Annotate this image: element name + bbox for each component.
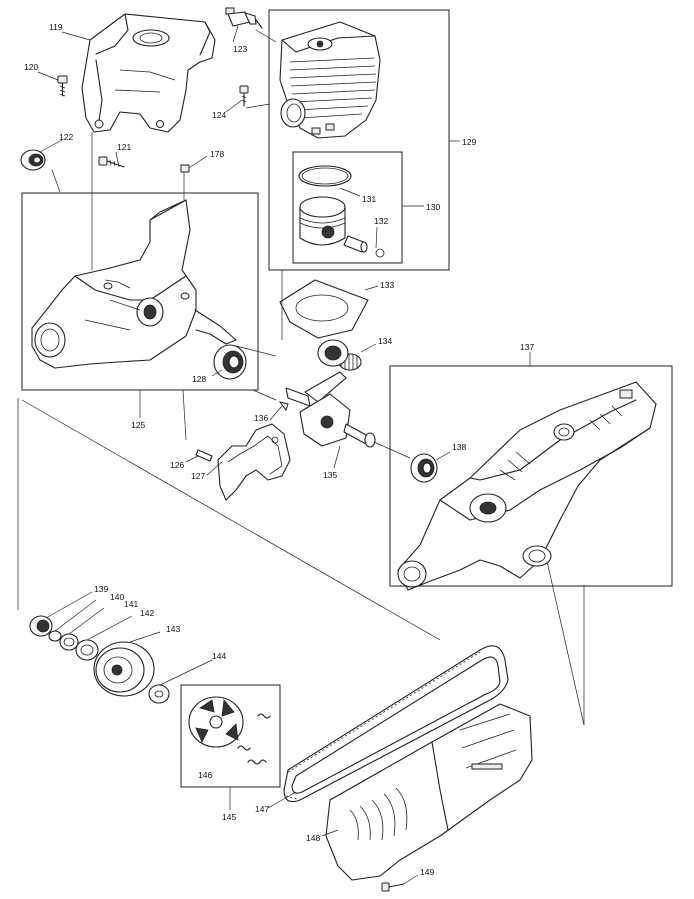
- callout-141: 141: [124, 599, 138, 609]
- callout-134: 134: [378, 336, 392, 346]
- piston-pin-132-part: [343, 235, 385, 258]
- callout-147: 147: [255, 804, 269, 814]
- callout-145: 145: [222, 812, 236, 822]
- callout-146: 146: [198, 770, 212, 780]
- callout-133: 133: [380, 280, 394, 290]
- callout-125: 125: [131, 420, 145, 430]
- woodruff-key-136-part: [278, 401, 289, 412]
- bolt-120-part: [57, 75, 68, 97]
- callout-140: 140: [110, 592, 124, 602]
- callout-144: 144: [212, 651, 226, 661]
- screw-149-part: [381, 882, 405, 892]
- dowel-pin-126-part: [195, 449, 213, 462]
- crankcase-gasket-127-part: [217, 423, 291, 501]
- washer-142-part: [75, 639, 99, 661]
- clutch-group-box: [180, 684, 281, 788]
- callout-128: 128: [192, 374, 206, 384]
- callout-131: 131: [362, 194, 376, 204]
- cylinder-gasket-133-part: [279, 279, 369, 339]
- oil-seal-138-part: [410, 453, 438, 483]
- callout-139: 139: [94, 584, 108, 594]
- callout-127: 127: [191, 471, 205, 481]
- cylinder-group-box: [268, 9, 450, 271]
- callout-178: 178: [210, 149, 224, 159]
- piston-part: [299, 196, 346, 246]
- cylinder-129-part: [279, 21, 381, 139]
- spark-plug-123-part: [225, 7, 263, 29]
- callout-123: 123: [233, 44, 247, 54]
- bolt-121-part: [98, 156, 125, 168]
- ring-140-part: [48, 630, 62, 642]
- crankshaft-135-part: [285, 339, 376, 448]
- washer-144-part: [148, 684, 170, 704]
- clutch-drum-143-part: [93, 641, 155, 697]
- callout-119: 119: [49, 22, 63, 32]
- callout-labels: 119 120 121 122 123 124 125 126 127 128 …: [24, 22, 534, 877]
- callout-142: 142: [140, 608, 154, 618]
- piston-group-box: [292, 151, 403, 264]
- crankcase-125-part: [31, 199, 237, 369]
- washer-141-part: [59, 633, 79, 651]
- callout-136: 136: [254, 413, 268, 423]
- bolt-124-part: [239, 85, 249, 107]
- callout-137: 137: [520, 342, 534, 352]
- belt-guard-148-part: [325, 703, 533, 881]
- callout-135: 135: [323, 470, 337, 480]
- callout-121: 121: [117, 142, 131, 152]
- oil-seal-122-part: [20, 149, 46, 171]
- bearing-139-part: [29, 615, 53, 637]
- arm-group-box: [389, 365, 673, 587]
- callout-120: 120: [24, 62, 38, 72]
- callout-148: 148: [306, 833, 320, 843]
- callout-143: 143: [166, 624, 180, 634]
- cylinder-cover-part: [81, 13, 216, 133]
- callout-130: 130: [426, 202, 440, 212]
- bearing-128-part: [213, 344, 247, 380]
- callout-122: 122: [59, 132, 73, 142]
- leader-lines: [37, 25, 531, 885]
- callout-126: 126: [170, 460, 184, 470]
- callout-129: 129: [462, 137, 476, 147]
- callout-149: 149: [420, 867, 434, 877]
- pin-178-part: [180, 164, 190, 173]
- clutch-shoes-146-part: [188, 696, 271, 765]
- piston-ring-131-part: [298, 165, 352, 187]
- callout-138: 138: [452, 442, 466, 452]
- cutter-arm-137-part: [397, 381, 657, 591]
- drive-belt-147-part: [283, 645, 509, 803]
- callout-132: 132: [374, 216, 388, 226]
- callout-124: 124: [212, 110, 226, 120]
